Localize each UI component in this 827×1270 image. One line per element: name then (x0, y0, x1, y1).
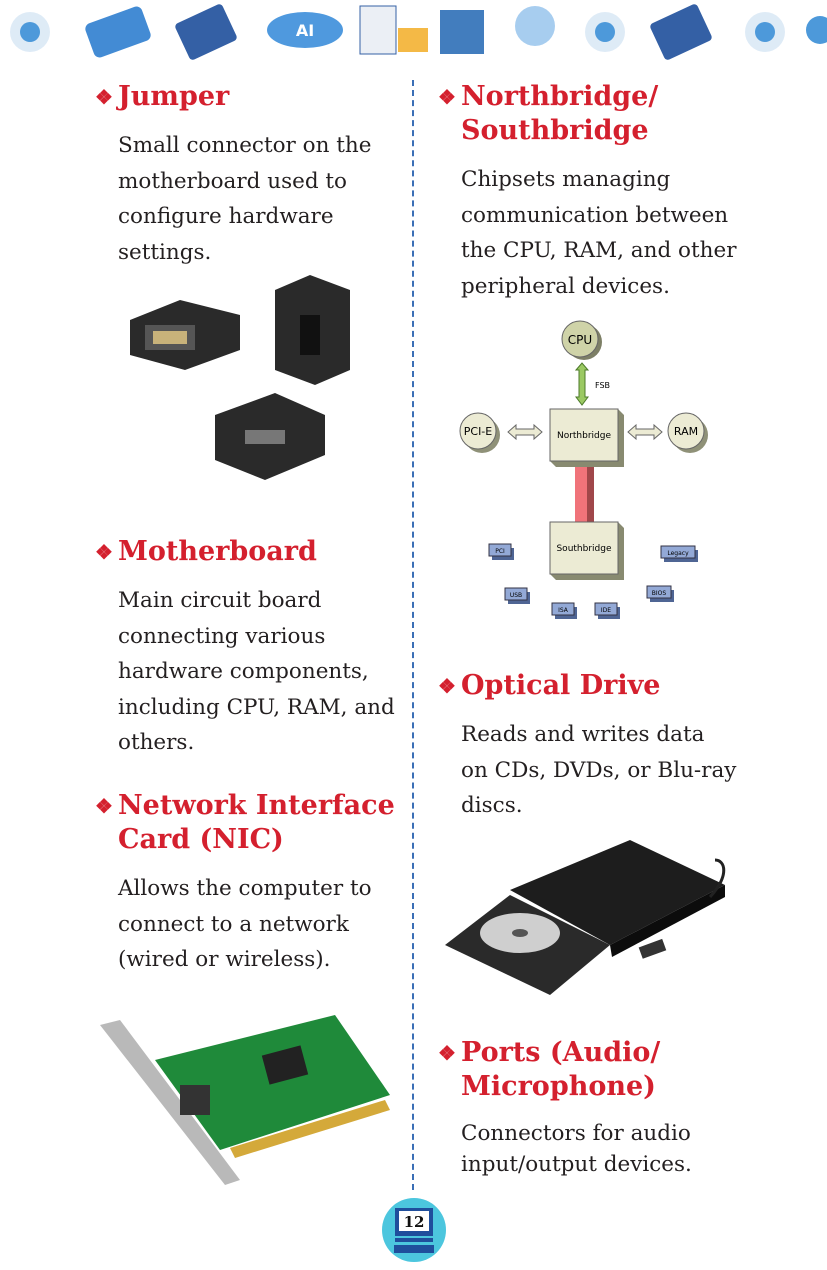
isa-node: ISA (551, 602, 577, 619)
diamond-bullet-icon: ❖ (95, 85, 113, 109)
body-line: Connectors for audio (461, 1121, 691, 1146)
section-body: Chipsets managing communication between … (438, 162, 798, 304)
section-jumper: ❖Jumper Small connector on the motherboa… (95, 80, 405, 270)
section-heading: ❖Optical Drive (438, 669, 798, 703)
body-line: settings. (118, 239, 212, 265)
body-line: communication between (461, 202, 729, 228)
southbridge-node: Southbridge (549, 521, 624, 580)
svg-text:BIOS: BIOS (652, 590, 667, 597)
body-line: on CDs, DVDs, or Blu-ray (461, 757, 737, 783)
nic-card-image (100, 1015, 390, 1185)
body-line: others. (118, 730, 195, 755)
section-body: Small connector on the motherboard used … (95, 128, 405, 270)
body-line: motherboard used to (118, 168, 348, 194)
legacy-node: Legacy (660, 545, 698, 562)
cpu-node: CPU (561, 320, 602, 360)
svg-text:RAM: RAM (674, 425, 698, 438)
fsb-label: FSB (595, 381, 610, 390)
body-line: connect to a network (118, 911, 349, 937)
heading-line: Jumper (118, 81, 230, 112)
bios-node: BIOS (646, 585, 674, 602)
section-optical-drive: ❖Optical Drive Reads and writes data on … (438, 669, 798, 824)
section-body: Reads and writes data on CDs, DVDs, or B… (438, 717, 798, 824)
heading-line: Card (NIC) (118, 824, 284, 855)
svg-text:USB: USB (510, 592, 522, 599)
computer-icon: 12 (394, 1208, 434, 1253)
ide-node: IDE (594, 602, 620, 619)
heading-line: Motherboard (118, 536, 317, 567)
heading-line: Microphone) (461, 1071, 656, 1102)
body-line: the CPU, RAM, and other (461, 238, 737, 263)
diamond-bullet-icon: ❖ (95, 794, 113, 818)
diamond-bullet-icon: ❖ (95, 540, 113, 564)
section-body: Main circuit board connecting various ha… (95, 583, 405, 761)
northbridge-node: Northbridge (549, 408, 624, 467)
page-number-badge: 12 (382, 1198, 446, 1262)
diamond-bullet-icon: ❖ (438, 85, 456, 109)
heading-line: Ports (Audio/ (461, 1037, 661, 1068)
section-heading: ❖Ports (Audio/Microphone) (438, 1036, 798, 1104)
section-heading: ❖Motherboard (95, 535, 405, 569)
heading-line: Northbridge/ (461, 81, 659, 112)
diamond-bullet-icon: ❖ (438, 674, 456, 698)
section-ports: ❖Ports (Audio/Microphone) Connectors for… (438, 1036, 798, 1180)
body-line: configure hardware (118, 204, 334, 229)
body-line: connecting various (118, 623, 326, 649)
optical-drive-image (445, 840, 726, 995)
section-northbridge-southbridge: ❖Northbridge/Southbridge Chipsets managi… (438, 80, 798, 304)
svg-text:Northbridge: Northbridge (557, 431, 612, 441)
svg-text:IDE: IDE (601, 607, 611, 614)
diamond-bullet-icon: ❖ (438, 1041, 456, 1065)
section-body: Connectors for audio input/output device… (438, 1118, 798, 1180)
body-line: (wired or wireless). (118, 947, 331, 972)
svg-text:CPU: CPU (568, 333, 592, 347)
body-line: Reads and writes data (461, 722, 705, 747)
bus-link (575, 467, 587, 522)
banner-ai-text: AI (296, 21, 314, 40)
section-motherboard: ❖Motherboard Main circuit board connecti… (95, 535, 405, 761)
body-line: Main circuit board (118, 588, 322, 613)
page-number: 12 (404, 1213, 425, 1231)
heading-line: Network Interface (118, 790, 395, 821)
ram-node: RAM (667, 412, 708, 453)
chipset-diagram: CPU FSB Northbridge PCI-E RAM Southbridg… (459, 320, 708, 619)
body-line: including CPU, RAM, and (118, 694, 395, 720)
section-heading: ❖Jumper (95, 80, 405, 114)
body-line: Allows the computer to (118, 876, 372, 901)
body-line: Chipsets managing (461, 167, 671, 192)
section-heading: ❖Northbridge/Southbridge (438, 80, 798, 148)
body-line: discs. (461, 793, 523, 818)
column-divider (412, 80, 414, 1190)
heading-line: Optical Drive (461, 670, 661, 701)
svg-text:PCI-E: PCI-E (464, 425, 493, 438)
usb-node: USB (504, 587, 530, 604)
pcie-node: PCI-E (459, 412, 500, 453)
pci-node: PCI (488, 543, 514, 560)
section-body: Allows the computer to connect to a netw… (95, 871, 405, 978)
svg-text:Legacy: Legacy (667, 550, 689, 557)
svg-text:PCI: PCI (495, 548, 505, 555)
body-line: Small connector on the (118, 133, 372, 158)
fsb-arrow (574, 362, 590, 406)
body-line: peripheral devices. (461, 273, 670, 299)
svg-text:Southbridge: Southbridge (556, 544, 611, 554)
jumper-image (130, 275, 350, 480)
body-line: input/output devices. (461, 1152, 692, 1177)
heading-line: Southbridge (461, 115, 649, 146)
pcie-arrow (507, 423, 543, 441)
ram-arrow (627, 423, 663, 441)
svg-text:ISA: ISA (558, 607, 569, 614)
body-line: hardware components, (118, 659, 369, 684)
decorative-banner: AI (10, 4, 827, 60)
